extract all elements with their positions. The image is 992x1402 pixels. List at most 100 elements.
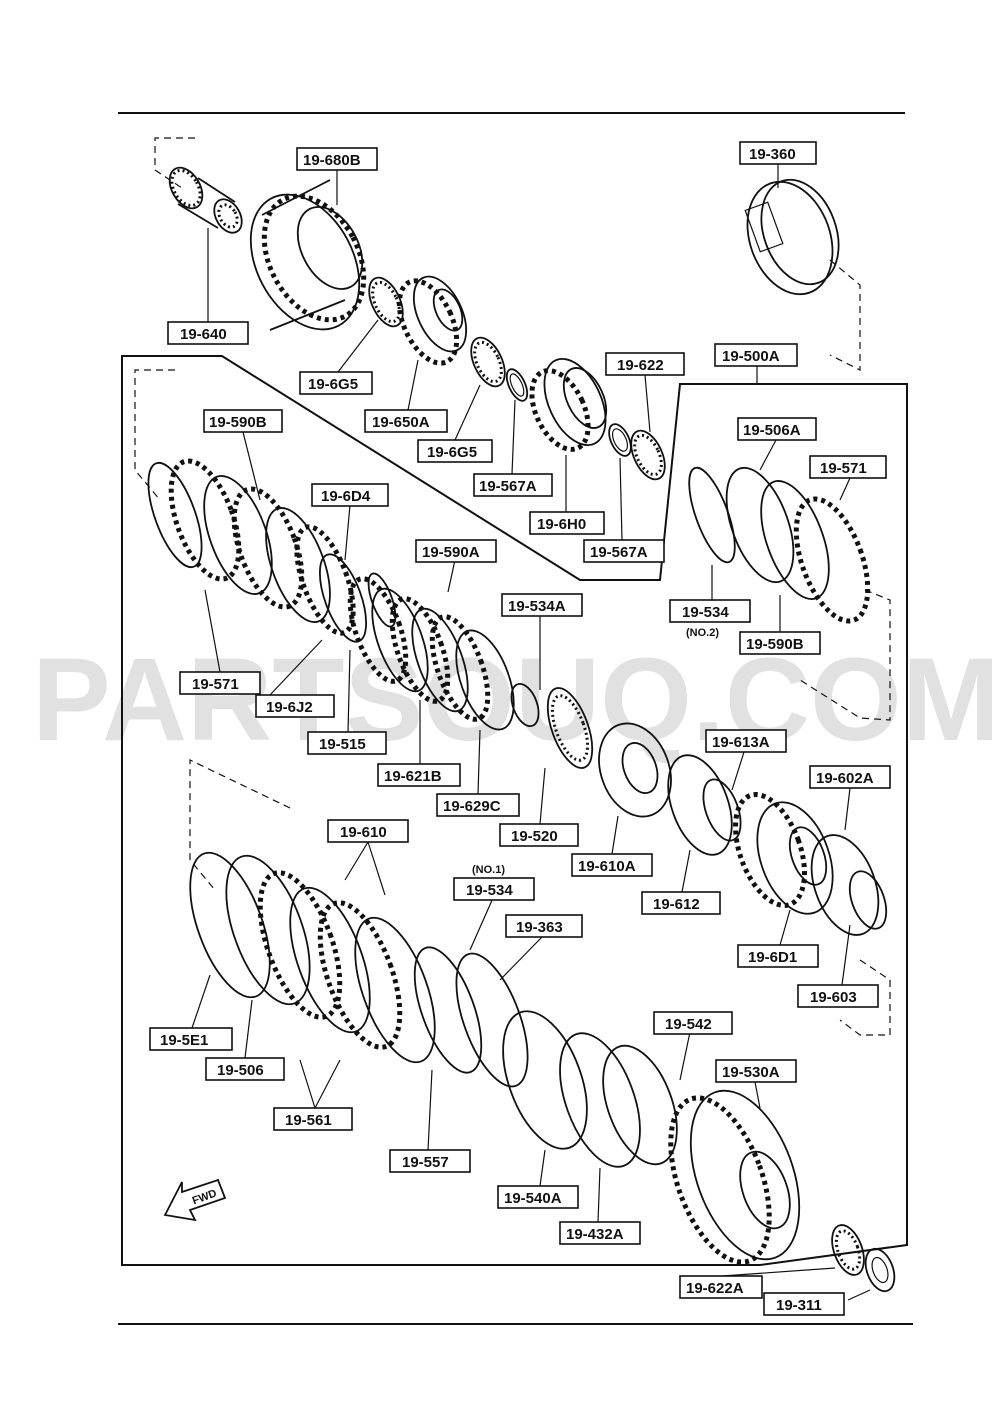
- svg-text:19-590B: 19-590B: [209, 414, 267, 431]
- label-19-534-b: 19-534(NO.2): [669, 599, 751, 639]
- label-19-610A: 19-610A: [571, 853, 653, 877]
- svg-text:19-5E1: 19-5E1: [160, 1032, 208, 1049]
- label-19-622A: 19-622A: [679, 1275, 763, 1299]
- label-19-534-a: (NO.1)19-534: [453, 864, 535, 901]
- needle-bearing: [630, 429, 666, 481]
- label-19-6D4: 19-6D4: [311, 483, 389, 507]
- dashed-guide: [829, 259, 861, 371]
- label-19-557: 19-557: [389, 1149, 471, 1173]
- label-19-5E1: 19-5E1: [149, 1027, 233, 1051]
- seal-rings: [810, 834, 888, 936]
- label-19-540A: 19-540A: [497, 1185, 579, 1209]
- forward-arrow: FWD: [163, 1178, 227, 1222]
- svg-text:19-610: 19-610: [340, 824, 387, 841]
- return-spring: [546, 687, 594, 769]
- svg-text:19-629C: 19-629C: [443, 798, 501, 815]
- clutch-pack-upper-right: [688, 466, 871, 624]
- svg-text:19-311: 19-311: [776, 1297, 822, 1314]
- svg-text:19-571: 19-571: [820, 460, 867, 477]
- thrust-washer: [608, 423, 632, 457]
- label-19-542: 19-542: [653, 1011, 733, 1035]
- dashed-guide: [839, 959, 891, 1036]
- svg-text:19-534: 19-534: [466, 882, 513, 899]
- label-19-561: 19-561: [273, 1107, 353, 1131]
- clutch-pack-middle: [347, 572, 540, 731]
- accumulator-rings: [502, 1010, 678, 1168]
- label-19-571-a: 19-571: [179, 671, 261, 695]
- input-shaft: [168, 166, 243, 234]
- svg-text:19-613A: 19-613A: [712, 734, 770, 751]
- svg-text:19-567A: 19-567A: [479, 478, 537, 495]
- dashed-guide: [189, 759, 291, 891]
- label-19-311: 19-311: [763, 1292, 845, 1316]
- label-19-6H0: 19-6H0: [529, 511, 605, 535]
- label-19-6G5-a: 19-6G5: [299, 371, 373, 395]
- leader-lines: [191, 164, 871, 1301]
- clutch-pack-rear: [147, 458, 368, 643]
- svg-text:19-6G5: 19-6G5: [427, 444, 477, 461]
- clutch-pack-lower: [189, 851, 529, 1088]
- label-19-680B: 19-680B: [296, 147, 378, 171]
- svg-text:19-612: 19-612: [653, 896, 700, 913]
- label-19-506: 19-506: [205, 1057, 285, 1081]
- clutch-drum: [249, 179, 367, 331]
- label-19-640: 19-640: [167, 321, 249, 345]
- label-19-567A-a: 19-567A: [473, 473, 553, 497]
- label-19-520: 19-520: [499, 823, 579, 847]
- label-19-610: 19-610: [327, 819, 409, 843]
- svg-text:19-567A: 19-567A: [590, 544, 648, 561]
- svg-text:19-6D1: 19-6D1: [748, 949, 797, 966]
- label-19-506A: 19-506A: [737, 417, 817, 441]
- label-19-590A: 19-590A: [415, 539, 497, 563]
- svg-text:19-680B: 19-680B: [303, 152, 361, 169]
- svg-text:19-610A: 19-610A: [578, 858, 636, 875]
- svg-text:19-6H0: 19-6H0: [537, 516, 586, 533]
- clutch-piston: [598, 722, 672, 818]
- svg-text:19-542: 19-542: [665, 1016, 712, 1033]
- label-19-590B-b: 19-590B: [739, 631, 821, 655]
- svg-text:19-540A: 19-540A: [504, 1190, 562, 1207]
- label-19-432A: 19-432A: [559, 1221, 641, 1245]
- output-gear: [668, 1089, 801, 1265]
- svg-text:19-500A: 19-500A: [722, 348, 780, 365]
- label-19-650A: 19-650A: [364, 409, 448, 433]
- svg-text:19-622: 19-622: [617, 357, 664, 374]
- brake-band: [744, 178, 840, 296]
- dashed-guide: [799, 589, 891, 721]
- dashed-guide: [134, 369, 175, 501]
- svg-text:19-534A: 19-534A: [508, 598, 566, 615]
- svg-text:19-640: 19-640: [180, 326, 227, 343]
- svg-text:19-506: 19-506: [217, 1062, 264, 1079]
- svg-text:19-650A: 19-650A: [372, 414, 430, 431]
- label-19-500A: 19-500A: [714, 343, 798, 367]
- one-way-clutch: [529, 357, 608, 452]
- label-19-622: 19-622: [605, 352, 685, 376]
- label-19-530A: 19-530A: [715, 1059, 797, 1083]
- svg-text:(NO.2): (NO.2): [686, 627, 719, 639]
- label-19-612: 19-612: [641, 891, 721, 915]
- label-19-363: 19-363: [505, 914, 583, 938]
- dashed-guide: [154, 137, 195, 191]
- label-19-6G5-b: 19-6G5: [417, 439, 493, 463]
- label-19-567A-b: 19-567A: [583, 539, 665, 563]
- svg-text:19-590A: 19-590A: [422, 544, 480, 561]
- svg-text:19-602A: 19-602A: [816, 770, 874, 787]
- label-19-621B: 19-621B: [377, 763, 461, 787]
- svg-text:19-590B: 19-590B: [746, 636, 804, 653]
- svg-text:19-363: 19-363: [516, 919, 563, 936]
- label-19-590B: 19-590B: [203, 409, 283, 433]
- label-19-6J2: 19-6J2: [255, 694, 335, 718]
- svg-text:19-530A: 19-530A: [722, 1064, 780, 1081]
- svg-text:19-603: 19-603: [810, 989, 857, 1006]
- svg-text:19-506A: 19-506A: [743, 422, 801, 439]
- assembly-frame: [121, 355, 908, 1266]
- svg-text:19-571: 19-571: [192, 676, 239, 693]
- label-19-515: 19-515: [307, 731, 387, 755]
- label-19-360: 19-360: [739, 141, 817, 165]
- svg-text:19-515: 19-515: [319, 736, 366, 753]
- svg-text:19-432A: 19-432A: [566, 1226, 624, 1243]
- label-19-534A: 19-534A: [501, 593, 583, 617]
- label-19-6D1: 19-6D1: [737, 944, 819, 968]
- thrust-washer: [505, 368, 529, 402]
